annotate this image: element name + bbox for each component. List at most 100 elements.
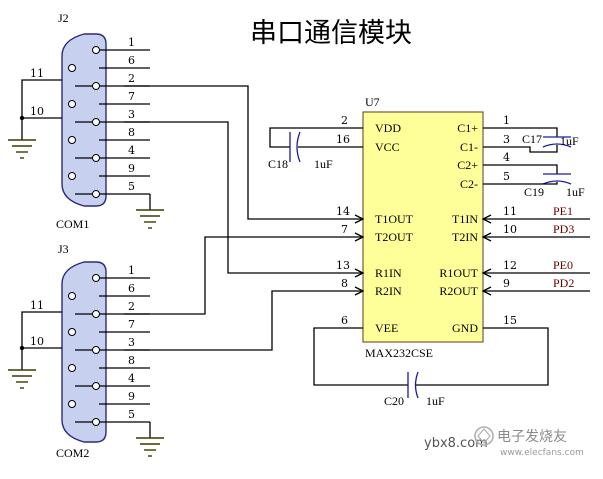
pin-number: 8 (128, 126, 135, 139)
pin-dot (68, 136, 76, 144)
wire-j2-pin2 (124, 85, 333, 220)
shell-pin-number: 11 (30, 67, 44, 80)
pin-number: 5 (128, 180, 135, 193)
pin-dot (92, 382, 100, 390)
shell-pin-number: 11 (30, 299, 44, 312)
cap-plate (542, 143, 572, 148)
cap-value: 1uF (566, 185, 585, 199)
pin-number: 2 (341, 114, 348, 127)
pin-name: T2OUT (375, 230, 414, 244)
pin-name: R2IN (375, 284, 402, 298)
pin-arrow (481, 286, 492, 296)
pin-number: 16 (336, 133, 350, 146)
pin-name: VEE (375, 321, 398, 335)
elecfans-logo-icon (474, 426, 494, 446)
cap-value: 1uF (426, 394, 445, 408)
wire (513, 127, 558, 137)
cap-ref: C17 (522, 132, 542, 146)
pin-number: 1 (128, 36, 135, 49)
pin-number: 1 (503, 114, 510, 127)
pin-number: 12 (503, 259, 517, 272)
connector-shell (61, 261, 107, 443)
pin-number: 7 (128, 318, 135, 331)
pin-number: 6 (341, 314, 348, 327)
watermark: ybx8.com 电子发烧友 www.elecfans.com (424, 426, 584, 458)
pin-name: T2IN (452, 230, 478, 244)
pin-dot (92, 190, 100, 198)
capacitor-c20: C20 1uF (313, 327, 549, 408)
watermark-brand: 电子发烧友 (497, 429, 567, 445)
net-label-t2in: PD3 (553, 222, 574, 236)
pin-name: GND (452, 321, 478, 335)
pin-number: 5 (503, 170, 510, 183)
pin-number: 14 (336, 205, 350, 218)
shell-pin-number: 10 (30, 105, 44, 118)
cap-plate (414, 371, 419, 399)
watermark-site: ybx8.com (424, 436, 488, 451)
pin-number: 3 (503, 133, 510, 146)
chip-part: MAX232CSE (365, 346, 433, 360)
pin-number: 3 (128, 108, 135, 121)
pin-dot (68, 400, 76, 408)
pin-dot (68, 64, 76, 72)
pin-number: 13 (336, 259, 350, 272)
page-title: 串口通信模块 (250, 18, 412, 49)
pin-number: 1 (128, 264, 135, 277)
signal-wires (124, 85, 333, 351)
pin-number: 10 (503, 223, 517, 236)
net-label-t1in: PE1 (553, 204, 573, 218)
pin-number: 8 (341, 277, 348, 290)
cap-value: 1uF (560, 134, 579, 148)
ground-icon (8, 369, 36, 389)
pin-number: 8 (128, 354, 135, 367)
ground-icon (136, 209, 164, 229)
pin-name: VDD (375, 121, 401, 135)
cap-plate (296, 131, 301, 163)
wire (513, 182, 558, 185)
pin-name: T1IN (452, 212, 478, 226)
pin-number: 6 (128, 282, 135, 295)
cap-ref: C20 (384, 394, 404, 408)
pin-number: 9 (503, 277, 510, 290)
watermark-site-domain: .com (456, 436, 488, 451)
pin-dot (92, 274, 100, 282)
watermark-url: www.elecfans.com (500, 448, 584, 458)
pin-name: R1IN (375, 266, 402, 280)
pin-number: 5 (128, 408, 135, 421)
pin-arrow (481, 232, 492, 242)
pin-name: R1OUT (439, 266, 478, 280)
pin-number: 3 (128, 336, 135, 349)
pin-number: 9 (128, 162, 135, 175)
pin-dot (92, 418, 100, 426)
pin-number: 4 (503, 151, 510, 164)
ground-icon (8, 139, 36, 159)
pin-name: C2+ (457, 158, 478, 172)
connector-name: COM2 (56, 446, 89, 460)
pin-arrow (481, 268, 492, 278)
pin-number: 9 (128, 390, 135, 403)
connector-pins (68, 274, 150, 426)
ground-icon (136, 437, 164, 457)
pin-dot (68, 100, 76, 108)
pin-number: 2 (128, 72, 135, 85)
pin-number: 7 (128, 90, 135, 103)
pin-dot (92, 82, 100, 90)
wire (513, 164, 558, 174)
net-label-r2out: PD2 (553, 276, 574, 290)
junction-dot (19, 115, 25, 121)
cap-value: 1uF (314, 157, 333, 171)
cap-plate (542, 180, 572, 185)
pin-number: 4 (128, 144, 135, 157)
pin-arrow (354, 214, 365, 224)
pin-dot (92, 310, 100, 318)
connector-shell (61, 33, 107, 207)
pin-dot (68, 292, 76, 300)
pin-arrow (481, 214, 492, 224)
pin-number: 7 (341, 223, 348, 236)
capacitor-c18: C18 1uF (268, 127, 333, 171)
pin-dot (68, 328, 76, 336)
pin-number: 2 (128, 300, 135, 313)
pin-number: 15 (503, 314, 517, 327)
junction-dot (19, 345, 25, 351)
pin-dot (68, 364, 76, 372)
